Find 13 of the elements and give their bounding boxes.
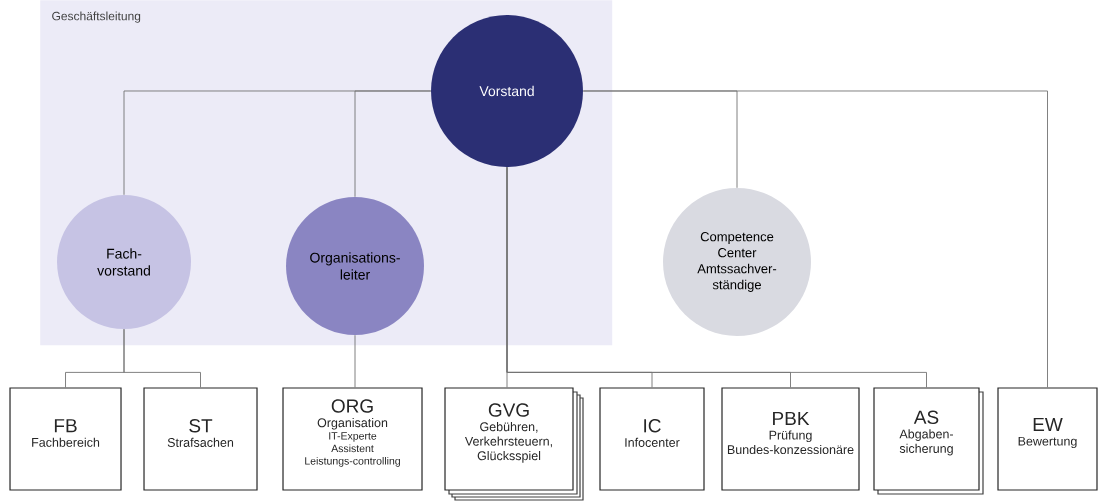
unit-box: FB Fachbereich xyxy=(9,387,122,491)
stacked-box: GVG Gebühren, Verkehrsteuern, Glücksspiel xyxy=(444,387,584,501)
stacked-box: AS Abgaben-sicherung xyxy=(873,387,984,495)
connector-line xyxy=(354,334,356,388)
unit-box: ST Strafsachen xyxy=(143,387,258,491)
unit-box: IC Infocenter xyxy=(599,387,705,491)
connector-line xyxy=(123,328,201,388)
connector-line xyxy=(582,90,1048,388)
unit-box: ORG Organisation IT-Experte Assistent Leistungs-controlling xyxy=(282,387,423,491)
unit-box: EW Bewertung xyxy=(997,387,1098,491)
connector-line xyxy=(354,90,432,198)
unit-box: PBK Prüfung Bundes-konzessionäre xyxy=(721,387,860,491)
connector-line xyxy=(506,166,927,388)
